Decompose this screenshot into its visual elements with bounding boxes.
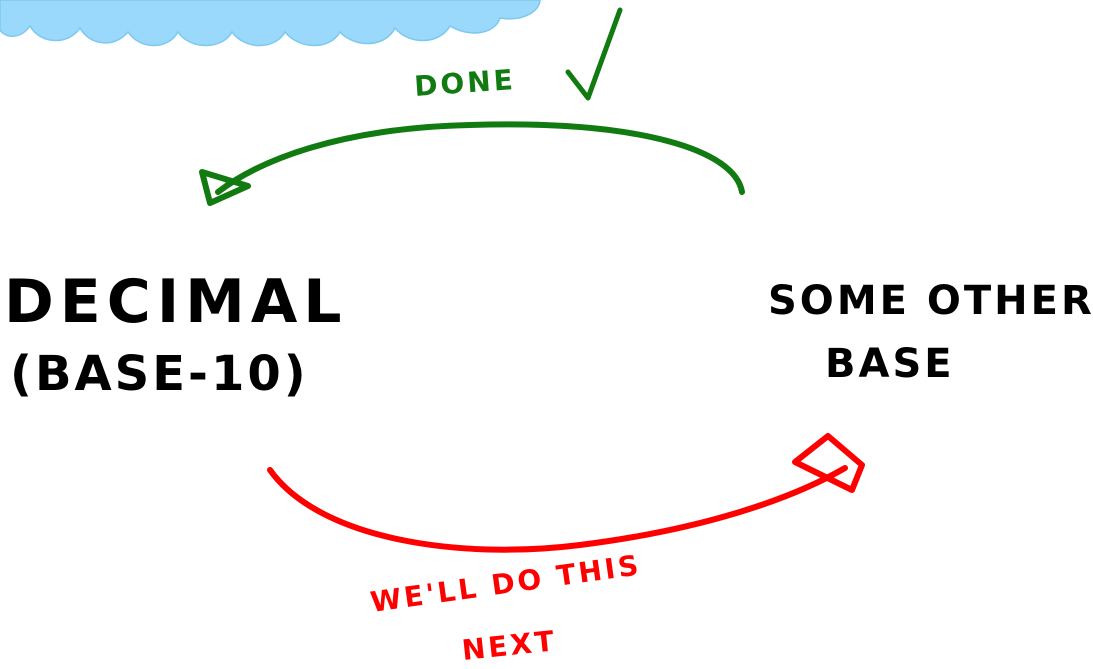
cloud-decoration <box>0 0 540 46</box>
next-arrow-curve <box>270 468 845 550</box>
done-arrow-curve <box>218 124 742 192</box>
next-label-line1: WE'LL DO THIS <box>368 548 643 619</box>
decimal-node-subtitle: (BASE-10) <box>10 346 309 402</box>
other-base-node-line1: SOME OTHER <box>768 278 1093 324</box>
other-base-node-line2: BASE <box>825 341 955 387</box>
next-label-line2: NEXT <box>460 624 558 667</box>
done-label: DONE <box>413 63 517 103</box>
next-arrowhead-icon <box>795 436 862 490</box>
decimal-node-title: DECIMAL <box>4 267 348 337</box>
checkmark-icon <box>568 10 620 98</box>
